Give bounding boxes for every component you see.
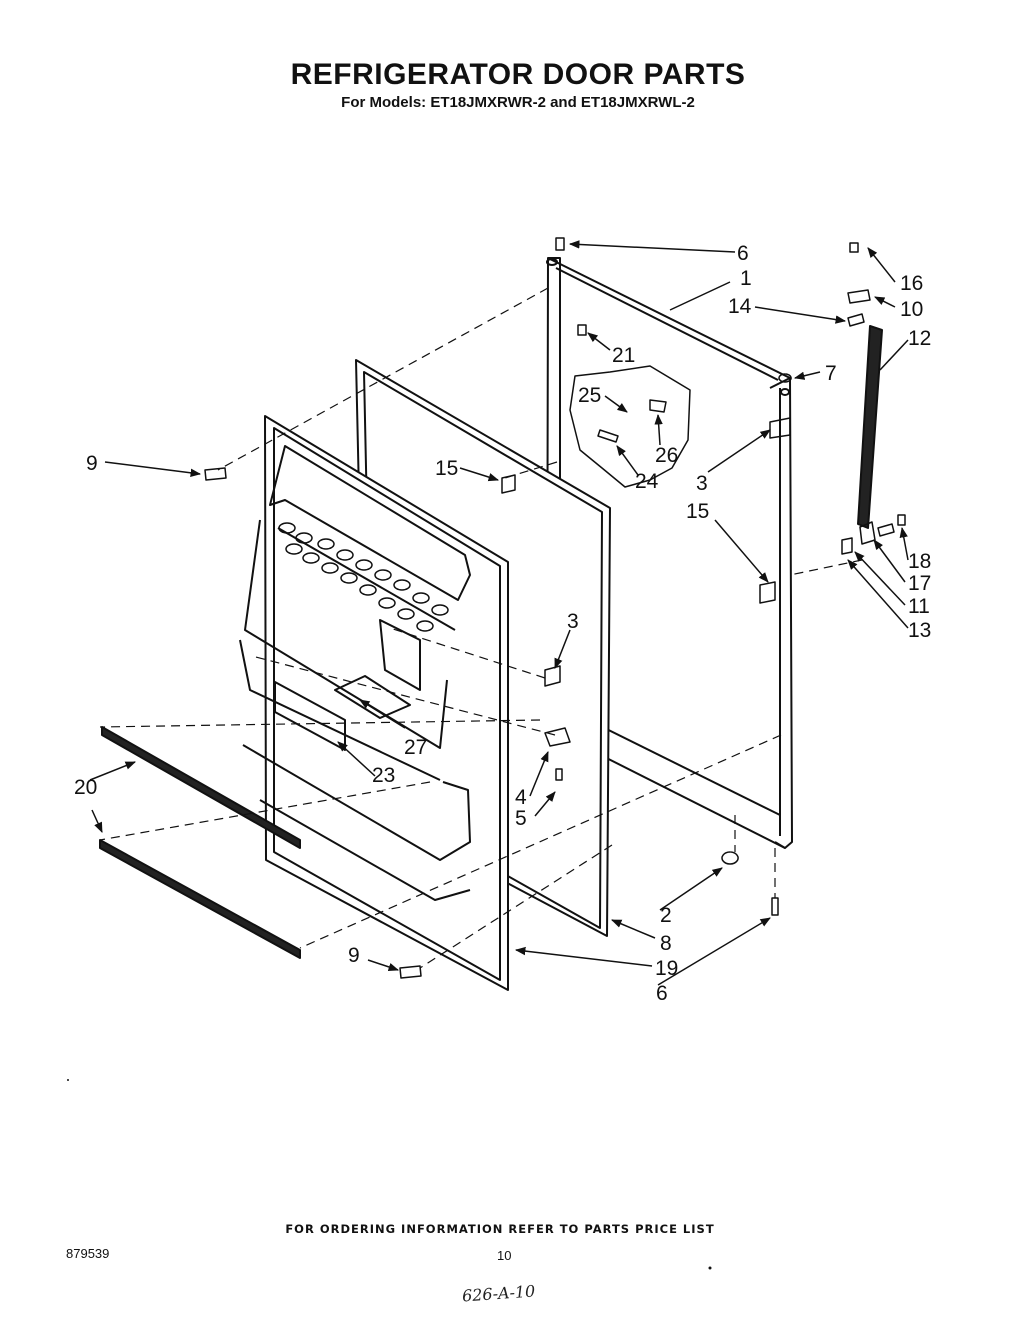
callout-13: 13 [908, 619, 931, 642]
hinge-arm [857, 325, 883, 529]
document-number: 879539 [66, 1246, 110, 1261]
alignment-lines [99, 287, 863, 969]
callout-26: 26 [655, 444, 678, 467]
egg-rack-dimples [278, 522, 449, 632]
callout-25: 25 [578, 384, 601, 407]
callout-27: 27 [404, 736, 427, 759]
callout-7: 7 [825, 362, 837, 385]
callout-19: 19 [655, 957, 678, 980]
callout-18: 18 [908, 550, 931, 573]
model-subtitle: For Models: ET18JMXRWR-2 and ET18JMXRWL-… [341, 94, 695, 111]
callout-5: 5 [515, 807, 527, 830]
page-title: REFRIGERATOR DOOR PARTS [290, 58, 746, 91]
callout-15-left: 15 [435, 457, 458, 480]
shelf-bar-upper [101, 726, 301, 849]
callout-8: 8 [660, 932, 672, 955]
callout-9-top: 9 [86, 452, 98, 475]
inner-door-liner [239, 415, 509, 991]
stray-mark [708, 1266, 712, 1270]
callout-16: 16 [900, 272, 923, 295]
callout-6-bottom: 6 [656, 982, 668, 1005]
callout-9-bottom: 9 [348, 944, 360, 967]
ordering-note: FOR ORDERING INFORMATION REFER TO PARTS … [285, 1222, 715, 1236]
callout-11: 11 [908, 595, 930, 618]
stray-mark [67, 1079, 69, 1081]
page-number: 10 [497, 1248, 512, 1263]
callout-23: 23 [372, 764, 395, 787]
callout-10: 10 [900, 298, 923, 321]
callout-1: 1 [740, 267, 752, 290]
callout-4: 4 [515, 786, 527, 809]
leader-arrows [89, 240, 909, 986]
cutaway-detail [569, 365, 691, 488]
callout-3-left: 3 [567, 610, 579, 633]
shelf-bar-lower [99, 839, 301, 959]
callout-14: 14 [728, 295, 752, 318]
callout-3-right: 3 [696, 472, 708, 495]
callout-6-top: 6 [737, 242, 749, 265]
callout-20: 20 [74, 776, 97, 799]
callout-2: 2 [660, 904, 672, 927]
callout-24: 24 [635, 470, 659, 493]
callout-17: 17 [908, 572, 931, 595]
callout-21: 21 [612, 344, 635, 367]
callout-15-right: 15 [686, 500, 709, 523]
callout-12: 12 [908, 327, 931, 350]
